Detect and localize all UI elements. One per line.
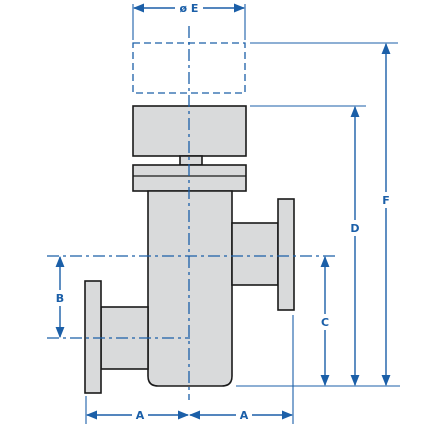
dimension-b-label: B bbox=[56, 292, 64, 305]
dimension-f-label: F bbox=[382, 194, 390, 207]
dimension-f-label-bg bbox=[379, 192, 393, 208]
dimension-e-label: ø E bbox=[180, 2, 199, 15]
dimension-e-label-bg bbox=[175, 1, 203, 15]
dimension-a-right-label: A bbox=[240, 409, 249, 422]
dimension-a-right-label-bg bbox=[236, 408, 252, 422]
dimension-d-label-bg bbox=[348, 220, 362, 236]
dimension-d-label: D bbox=[350, 222, 359, 235]
dimension-c-label: C bbox=[321, 316, 329, 329]
side-port-tube bbox=[231, 222, 279, 286]
bottom-port-flange bbox=[84, 280, 102, 394]
dimension-c-label-bg bbox=[318, 314, 332, 330]
dimension-b-label-bg bbox=[53, 290, 67, 306]
dimension-a-left-label-bg bbox=[132, 408, 148, 422]
valve-body bbox=[147, 190, 233, 387]
side-port-flange bbox=[277, 198, 295, 311]
dimension-a-left-label: A bbox=[136, 409, 145, 422]
actuator-neck bbox=[179, 155, 203, 166]
